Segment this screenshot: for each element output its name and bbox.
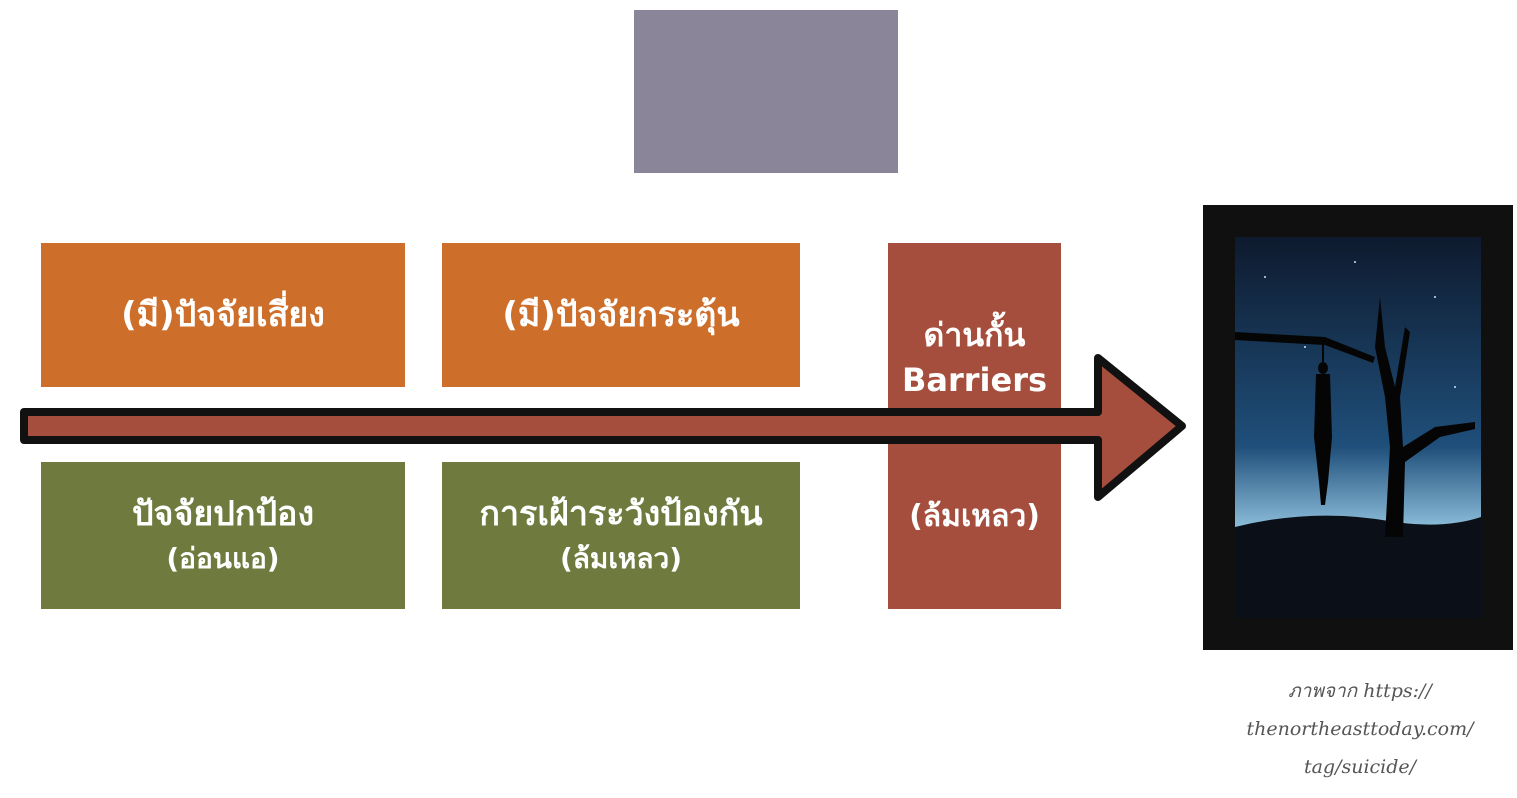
risk-factor-box: (มี)ปัจจัยเสี่ยง bbox=[41, 243, 405, 387]
hanging-silhouette-icon bbox=[1235, 237, 1481, 618]
barrier-label-thai: ด่านกั้น bbox=[923, 316, 1026, 354]
protective-factor-sub: (อ่อนแอ) bbox=[166, 541, 280, 575]
arrow-shape bbox=[20, 354, 1186, 501]
surveillance-sub: (ล้มเหลว) bbox=[559, 541, 683, 575]
barrier-label-english: Barriers bbox=[901, 360, 1048, 399]
surveillance-box: การเฝ้าระวังป้องกัน (ล้มเหลว) bbox=[442, 462, 800, 609]
trigger-factor-label: (มี)ปัจจัยกระตุ้น bbox=[502, 294, 740, 335]
caption-line-2: thenortheasttoday.com/ bbox=[1246, 718, 1474, 740]
protective-factor-box: ปัจจัยปกป้อง (อ่อนแอ) bbox=[41, 462, 405, 609]
protective-factor-label: ปัจจัยปกป้อง bbox=[131, 493, 315, 534]
surveillance-label: การเฝ้าระวังป้องกัน bbox=[479, 493, 763, 534]
barrier-sub: (ล้มเหลว) bbox=[909, 498, 1040, 534]
barrier-title: ด่านกั้น Barriers bbox=[902, 313, 1047, 403]
trigger-factor-box: (มี)ปัจจัยกระตุ้น bbox=[442, 243, 800, 387]
risk-factor-label: (มี)ปัจจัยเสี่ยง bbox=[121, 294, 325, 335]
caption-line-3: tag/suicide/ bbox=[1303, 756, 1417, 778]
suicide-illustration-image bbox=[1203, 205, 1513, 650]
top-placeholder-box bbox=[634, 10, 898, 173]
image-source-caption: ภาพจาก https:// thenortheasttoday.com/ t… bbox=[1210, 672, 1510, 786]
caption-line-1: ภาพจาก https:// bbox=[1288, 680, 1432, 702]
